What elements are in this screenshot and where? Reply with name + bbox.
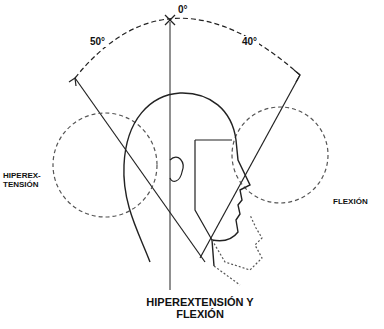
angle-label: 50° bbox=[88, 36, 107, 47]
region-label: FLEXIÓN bbox=[333, 198, 368, 207]
region-label: HIPEREX- TENSIÓN bbox=[3, 172, 49, 190]
angle-label: 0° bbox=[176, 4, 190, 15]
angle-label: 40° bbox=[240, 36, 259, 47]
caption: HIPEREXTENSIÓN Y FLEXIÓN bbox=[135, 296, 265, 320]
